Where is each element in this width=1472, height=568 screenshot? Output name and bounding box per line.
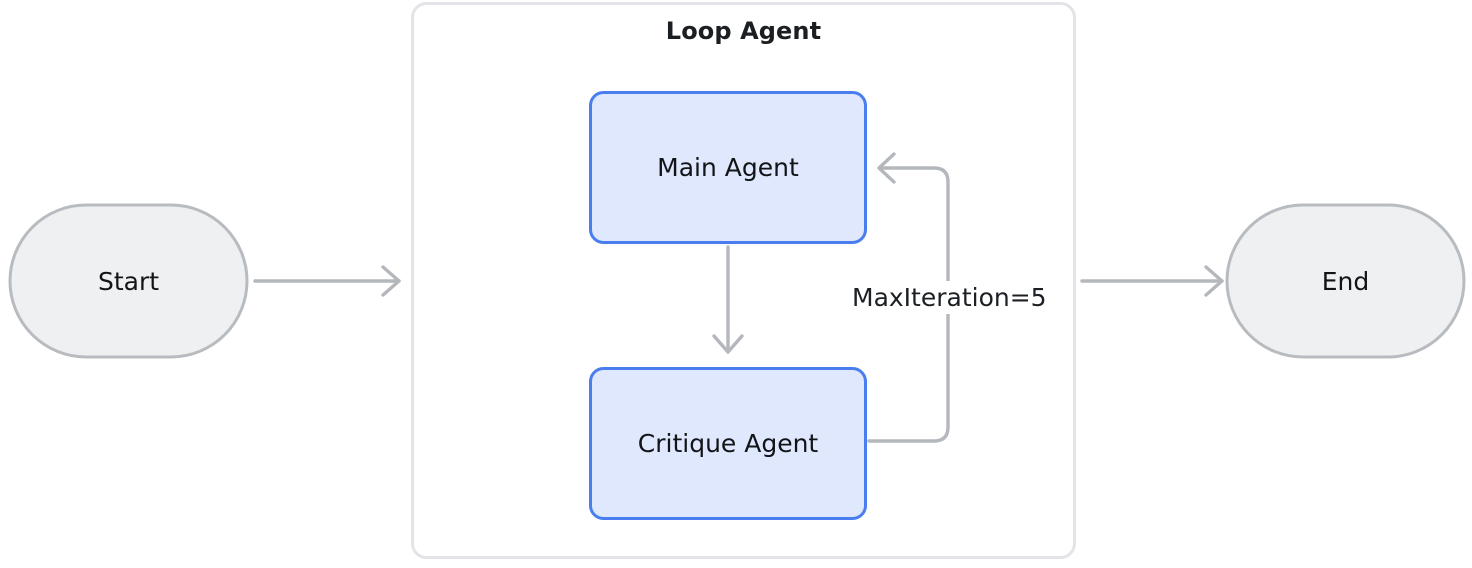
loop-agent-group-title: Loop Agent	[665, 17, 822, 45]
main-agent-node-shape[interactable]	[589, 91, 867, 244]
edge-loop-to-end	[1080, 265, 1224, 297]
end-node-shape[interactable]	[1225, 203, 1466, 359]
edge-main-to-critique	[712, 245, 744, 354]
start-node-shape[interactable]	[8, 203, 249, 359]
critique-agent-node-shape[interactable]	[589, 367, 867, 520]
max-iteration-edge-label: MaxIteration=5	[848, 281, 1051, 314]
edge-start-to-loop	[253, 265, 401, 297]
loop-agent-group-box[interactable]	[411, 2, 1076, 559]
